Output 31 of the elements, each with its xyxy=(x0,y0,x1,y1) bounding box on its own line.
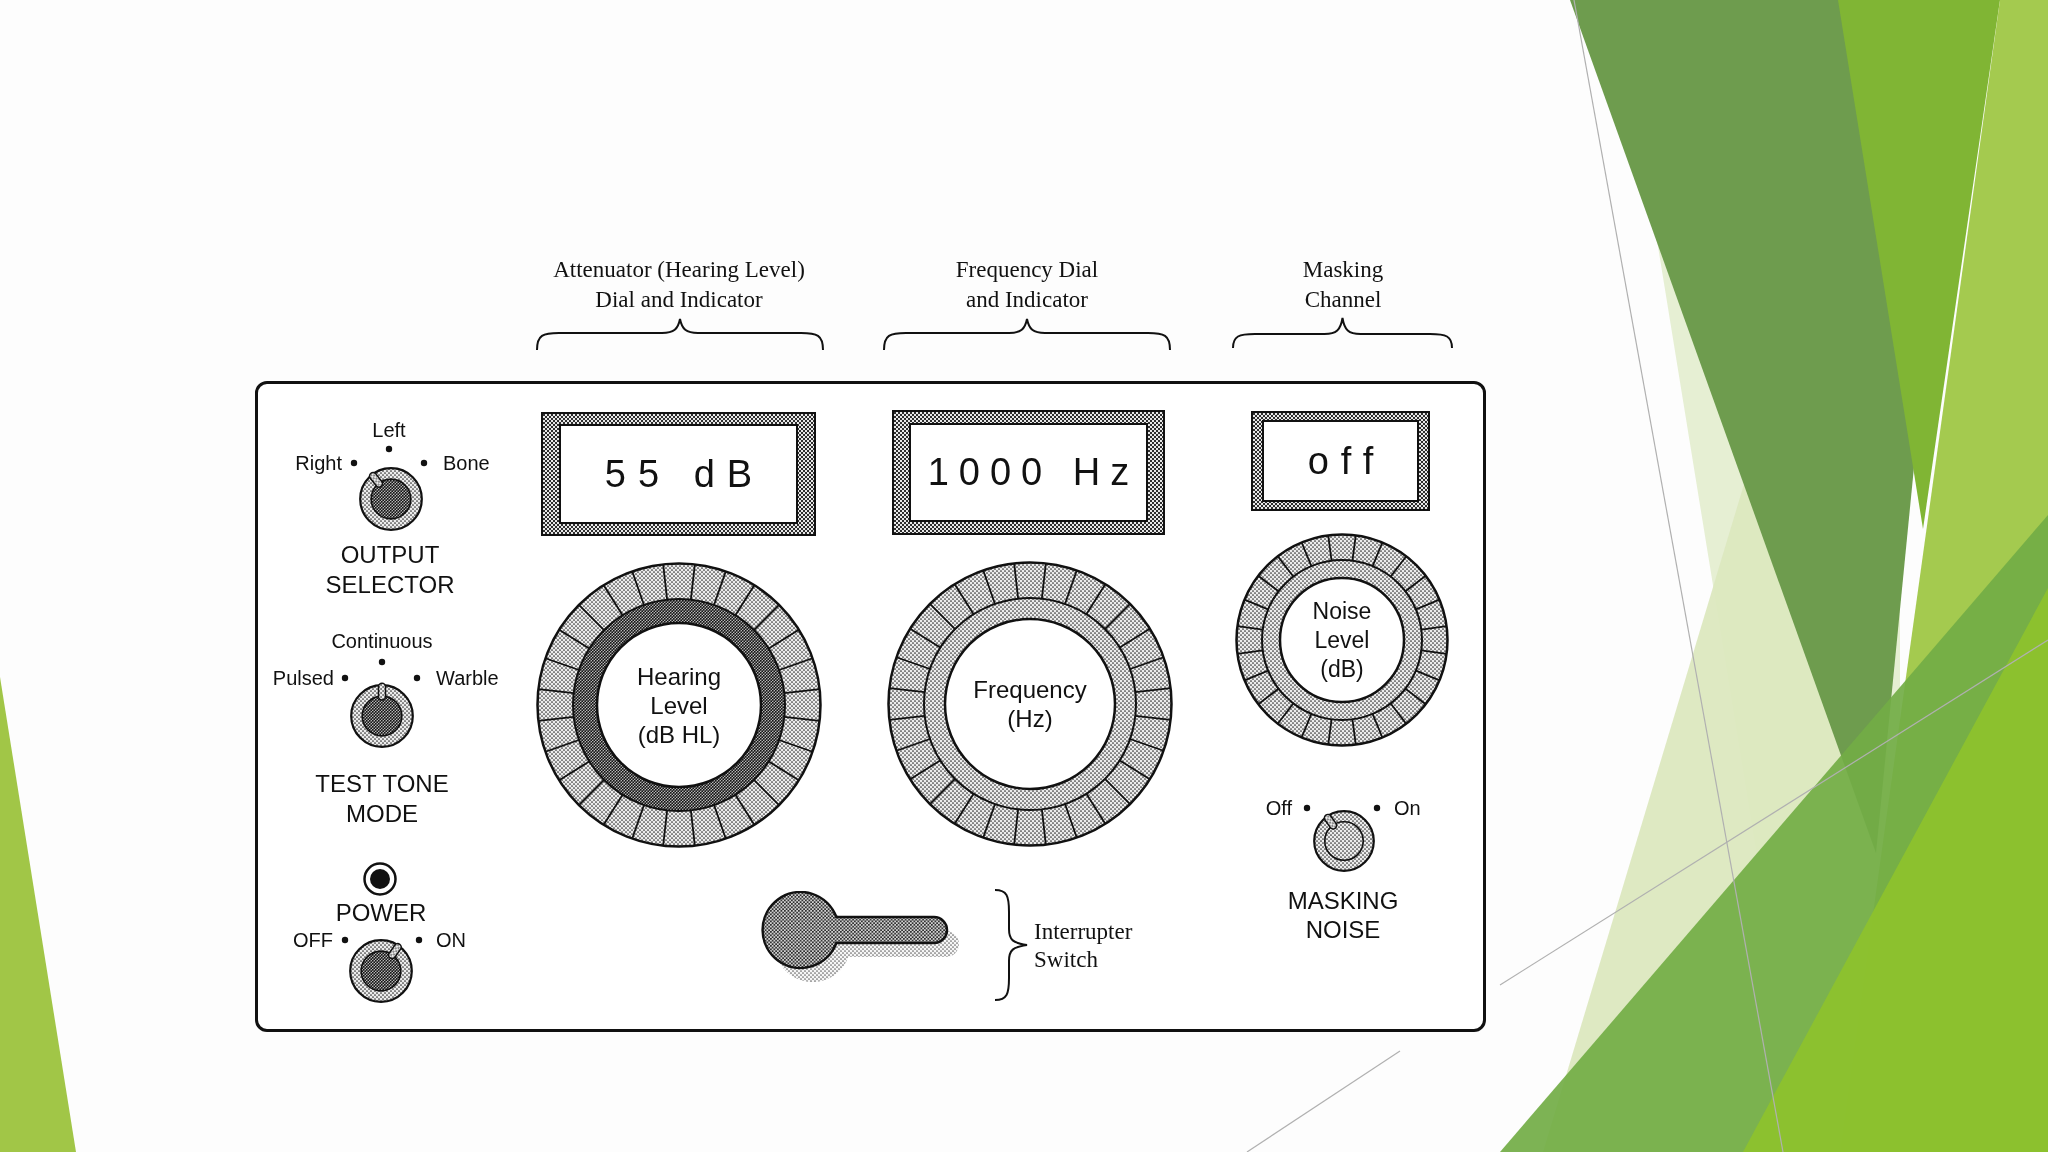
digital-display xyxy=(892,410,1165,535)
switch-position-label: ON xyxy=(436,928,466,952)
display-readout: 1000 Hz xyxy=(909,423,1148,522)
switch-position-label: Bone xyxy=(443,451,490,475)
rotary-dial xyxy=(1235,533,1449,747)
switch-position-label: Left xyxy=(372,418,406,442)
section-heading: Attenuator (Hearing Level) Dial and Indicator xyxy=(552,256,806,314)
rotary-dial xyxy=(536,562,822,848)
switch-position-label: Pulsed xyxy=(272,666,334,690)
dial-label: Frequency (Hz) xyxy=(972,675,1088,733)
callout-label: Interrupter Switch xyxy=(1034,918,1134,974)
switch-position-label: Right xyxy=(295,451,342,475)
control-panel xyxy=(255,381,1486,1032)
digital-display xyxy=(1251,411,1430,511)
switch-position-label: Off xyxy=(1265,796,1292,820)
control-label: OUTPUT SELECTOR xyxy=(325,540,455,600)
switch-position-label: OFF xyxy=(293,928,333,952)
control-label: MASKING NOISE xyxy=(1287,886,1399,944)
section-heading: Frequency Dial and Indicator xyxy=(955,256,1099,314)
control-label: POWER xyxy=(335,897,427,927)
rotary-dial xyxy=(887,561,1173,847)
dial-label: Hearing Level (dB HL) xyxy=(636,661,722,749)
switch-position-label: Warble xyxy=(436,666,499,690)
switch-position-label: Continuous xyxy=(331,629,433,653)
section-heading: Masking Channel xyxy=(1302,256,1384,314)
dial-label: Noise Level (dB) xyxy=(1312,596,1372,684)
display-readout: 55 dB xyxy=(559,424,798,524)
switch-position-label: On xyxy=(1394,796,1421,820)
digital-display xyxy=(541,412,816,536)
control-label: TEST TONE MODE xyxy=(314,769,450,829)
display-readout: off xyxy=(1262,420,1419,502)
